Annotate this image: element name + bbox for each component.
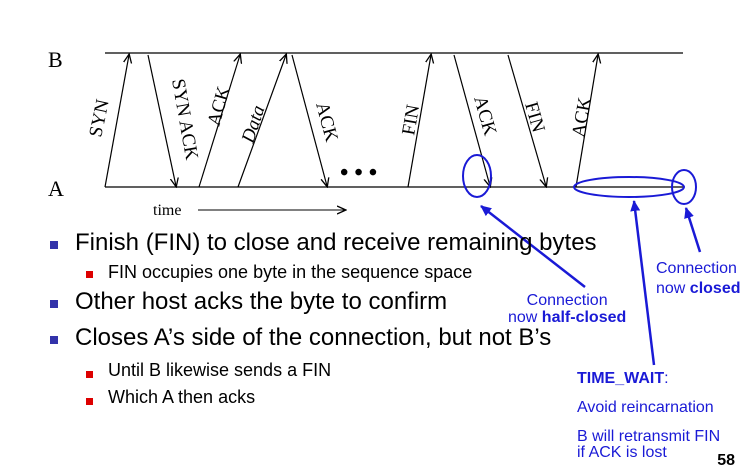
- half-closed-ellipse: [462, 154, 492, 198]
- label-ack-4: ACK: [568, 95, 596, 138]
- arrow-syn-ack: [147, 54, 176, 186]
- time-wait-line2: B will retransmit FIN: [577, 428, 721, 445]
- closed-pointer: [684, 207, 702, 253]
- arrow-ack-1: [198, 55, 240, 188]
- half-closed-prefix: now: [508, 309, 542, 326]
- label-syn-ack: SYN ACK: [167, 77, 202, 162]
- time-wait-line3: if ACK is lost: [577, 444, 667, 461]
- arrow-ack-4: [575, 55, 598, 188]
- arrow-fin-a: [407, 55, 431, 188]
- page-number: 58: [717, 452, 735, 469]
- label-ack-1: ACK: [204, 84, 235, 129]
- arrow-syn: [104, 55, 129, 188]
- half-closed-pointer: [480, 205, 586, 288]
- time-wait-line1: Avoid reincarnation: [577, 399, 714, 416]
- time-wait-pointer: [630, 200, 656, 366]
- host-a-label: A: [48, 176, 64, 201]
- time-label: time: [153, 202, 181, 219]
- label-fin-a: FIN: [398, 103, 424, 137]
- arrow-ack-2: [291, 54, 327, 186]
- time-wait-note: TIME_WAIT: Avoid reincarnation B will re…: [577, 371, 720, 461]
- closed-note: Connection now closed: [656, 260, 740, 298]
- label-ack-2: ACK: [311, 100, 342, 144]
- arrow-data: [237, 55, 286, 188]
- closed-ellipse: [671, 169, 697, 205]
- time-wait-ellipse: [573, 176, 685, 198]
- closed-line1: Connection: [656, 260, 737, 277]
- closed-bold: closed: [689, 280, 741, 297]
- label-ack-3: ACK: [469, 94, 500, 139]
- arrow-ack-3: [453, 54, 490, 186]
- time-wait-title: TIME_WAIT: [577, 370, 665, 387]
- half-closed-note: Connection now half-closed: [508, 292, 626, 327]
- half-closed-bold: half-closed: [541, 309, 627, 326]
- label-data: Data: [237, 103, 269, 147]
- label-fin-b: FIN: [520, 100, 549, 135]
- closed-prefix: now: [656, 280, 690, 297]
- arrow-fin-b: [507, 54, 546, 186]
- host-b-label: B: [48, 47, 63, 72]
- half-closed-line1: Connection: [526, 292, 608, 309]
- label-syn: SYN: [85, 97, 114, 139]
- ellipsis: • • •: [340, 160, 377, 186]
- time-wait-colon: :: [664, 370, 669, 387]
